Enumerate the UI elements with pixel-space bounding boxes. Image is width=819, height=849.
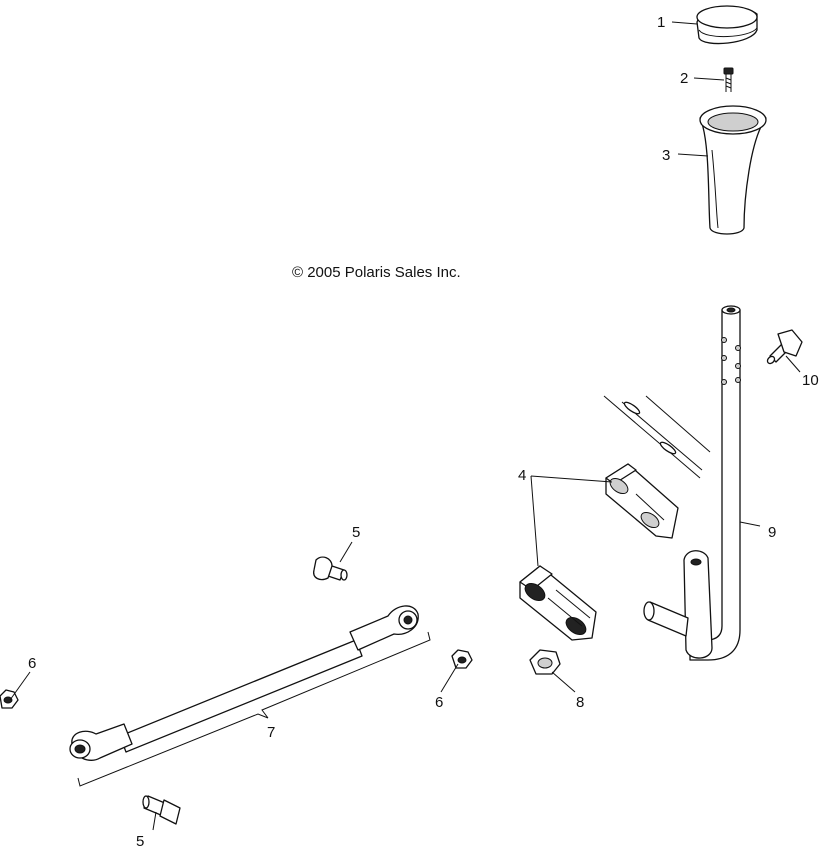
part-nut-6-right xyxy=(451,649,473,669)
part-shift-handle xyxy=(699,105,767,235)
part-set-screw xyxy=(723,67,734,92)
callout-4: 4 xyxy=(518,467,526,484)
part-tie-rod xyxy=(69,605,431,787)
callout-5-lower: 5 xyxy=(136,833,144,849)
part-clamp-upper xyxy=(605,463,679,539)
part-nut-8 xyxy=(529,649,561,675)
copyright-notice: © 2005 Polaris Sales Inc. xyxy=(292,264,461,281)
part-knob-cap xyxy=(696,5,758,45)
callout-1: 1 xyxy=(657,14,665,31)
callout-9: 9 xyxy=(768,524,776,541)
callout-8: 8 xyxy=(576,694,584,711)
callout-3: 3 xyxy=(662,147,670,164)
callout-10: 10 xyxy=(802,372,819,389)
part-bolt-5-upper xyxy=(313,556,348,581)
callout-5-upper: 5 xyxy=(352,524,360,541)
part-bolt-5-lower xyxy=(142,795,181,825)
leader-lines xyxy=(9,21,801,831)
part-shift-lever xyxy=(603,305,741,661)
part-bolt-10 xyxy=(766,329,803,365)
callout-6-left: 6 xyxy=(28,655,36,672)
callout-7: 7 xyxy=(267,724,275,741)
callout-6-right: 6 xyxy=(435,694,443,711)
callout-2: 2 xyxy=(680,70,688,87)
part-clamp-lower xyxy=(519,565,597,641)
